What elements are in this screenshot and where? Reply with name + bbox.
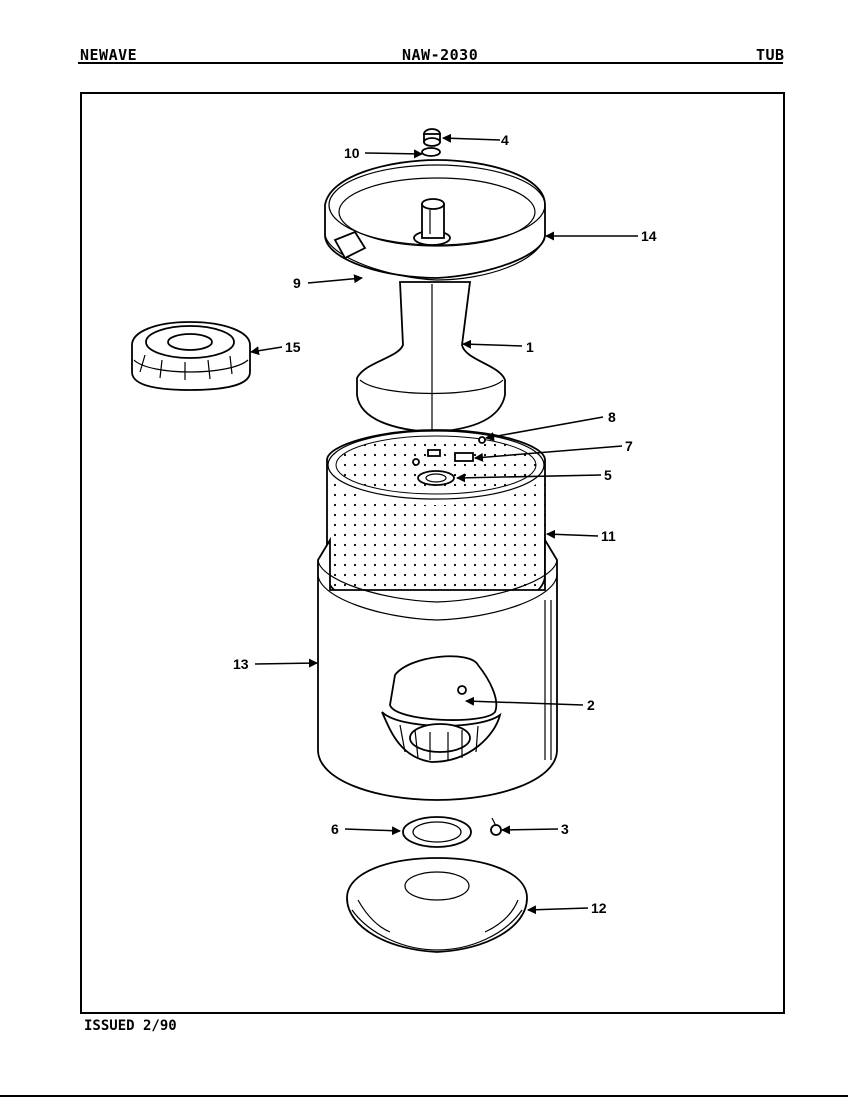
part-14-tub-ring	[324, 159, 546, 281]
part-3-screw	[490, 817, 502, 836]
callout-10: 10	[344, 145, 360, 161]
header-model: NAW-2030	[402, 46, 479, 64]
part-4-nut	[423, 128, 441, 147]
callout-7: 7	[625, 438, 633, 454]
part-10-washer	[421, 147, 441, 157]
callout-5: 5	[604, 467, 612, 483]
header-rule	[78, 62, 783, 64]
callout-15: 15	[285, 339, 301, 355]
part-12-bottom-plate	[346, 857, 528, 953]
callout-11: 11	[601, 528, 616, 544]
callout-2: 2	[587, 697, 595, 713]
part-6-gasket	[402, 816, 472, 848]
callout-9: 9	[293, 275, 301, 291]
callout-14: 14	[641, 228, 657, 244]
callout-6: 6	[331, 821, 339, 837]
callout-8: 8	[608, 409, 616, 425]
issued-date: ISSUED 2/90	[84, 1018, 177, 1034]
leader-lines	[250, 133, 638, 915]
part-15-balance-ring	[131, 321, 251, 391]
callout-1: 1	[526, 339, 534, 355]
callout-13: 13	[233, 656, 249, 672]
callout-3: 3	[561, 821, 569, 837]
part-11-basket	[326, 429, 546, 616]
header-section: TUB	[756, 46, 785, 64]
header-brand: NEWAVE	[80, 46, 138, 64]
callout-4: 4	[501, 132, 509, 148]
callout-12: 12	[591, 900, 607, 916]
diagram-frame	[80, 92, 785, 1014]
bottom-rule	[0, 1095, 848, 1097]
part-1-column	[356, 281, 506, 433]
